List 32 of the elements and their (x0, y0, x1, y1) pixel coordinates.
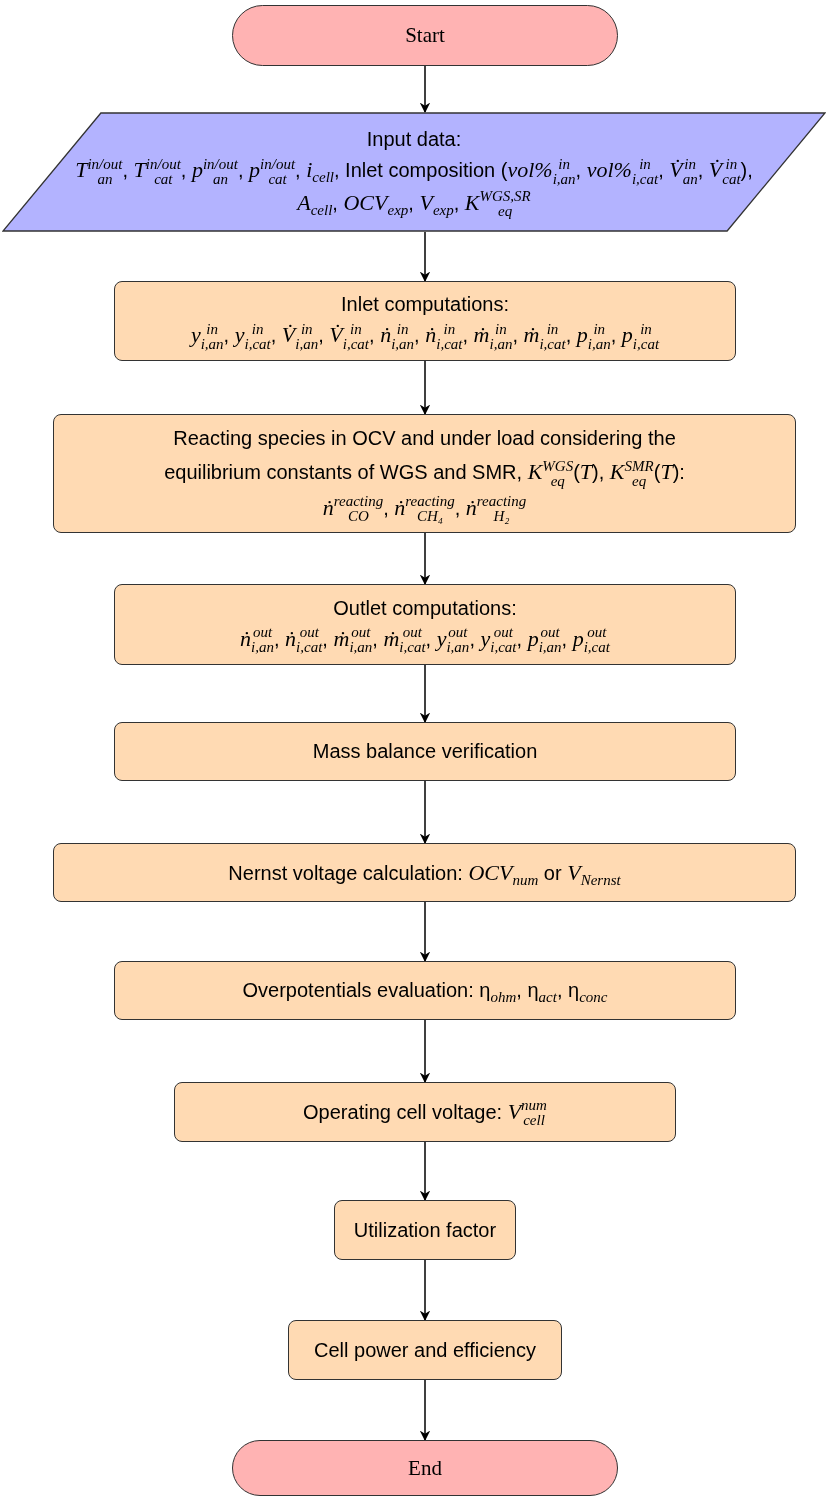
process-box (288, 1320, 562, 1380)
arrow (419, 1019, 431, 1084)
arrow (419, 65, 431, 114)
arrow (419, 231, 431, 283)
arrow (419, 1379, 431, 1442)
arrow (419, 532, 431, 586)
process-box (114, 961, 736, 1020)
process-box (334, 1200, 516, 1260)
process-box (114, 584, 736, 665)
node-heading: Outlet computations: (333, 595, 517, 621)
arrow (419, 664, 431, 724)
arrow (419, 1259, 431, 1322)
node-text: Mass balance verification (312, 739, 538, 764)
node-text: Nernst voltage calculation: OCV$_{num}$ or V$_{Nernst}$ (228, 858, 621, 889)
node-text: Start (405, 22, 445, 50)
node-text: Utilization factor (353, 1217, 497, 1243)
node-text: End (408, 1454, 442, 1482)
terminal-shape (232, 1440, 618, 1496)
node-text: Overpotentials evaluation: η$_{ohm}$, η$_{act}$, η$_{conc}$ (242, 978, 608, 1005)
process-box (53, 414, 796, 533)
arrow (419, 360, 431, 416)
arrow (419, 1141, 431, 1202)
arrow (419, 780, 431, 845)
input-parallelogram (2, 112, 826, 232)
node-text: Cell power and efficiency (314, 1337, 536, 1363)
process-box (174, 1082, 676, 1142)
node-heading: Inlet computations: (341, 292, 509, 318)
process-box (53, 843, 796, 902)
process-box (114, 281, 736, 361)
node-heading: Input data: (366, 126, 462, 152)
arrow (419, 901, 431, 963)
process-box (114, 722, 736, 781)
